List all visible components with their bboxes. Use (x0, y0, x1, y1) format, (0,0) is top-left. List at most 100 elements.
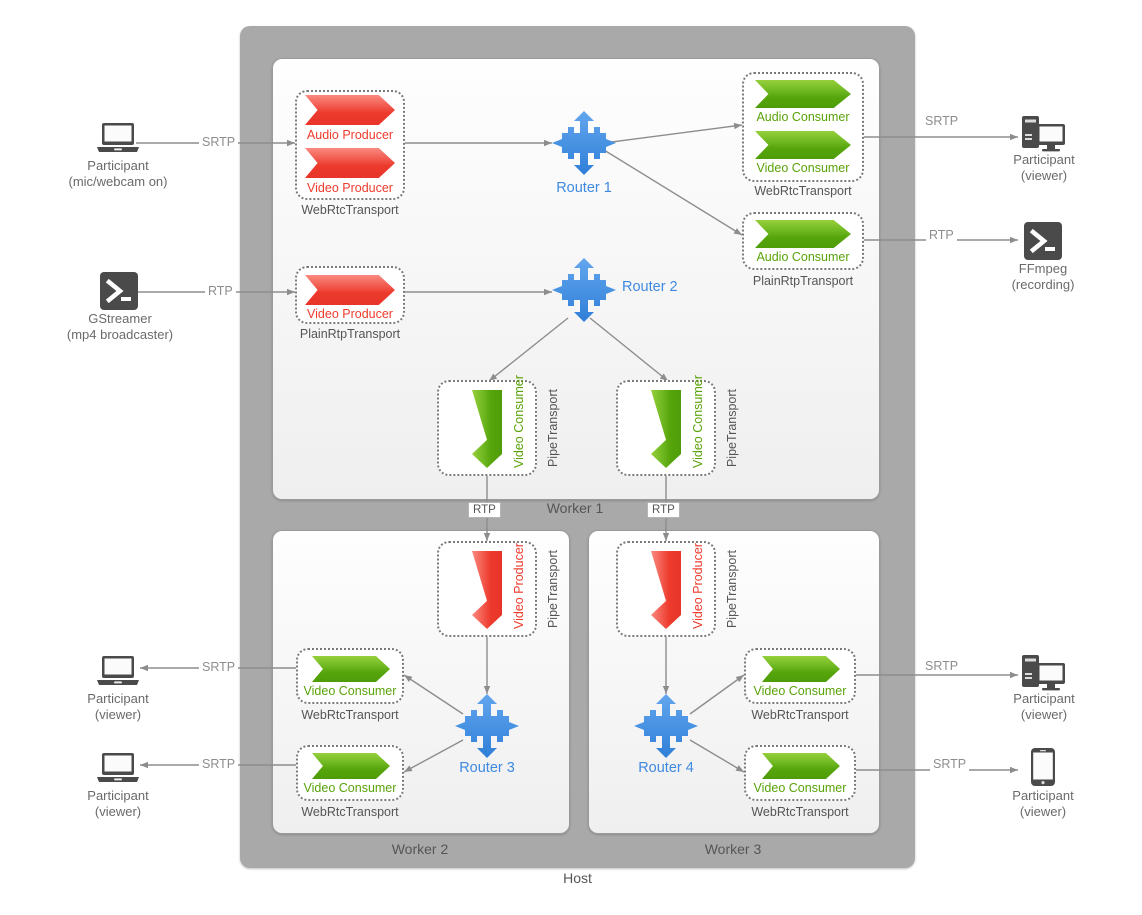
label-line-1: Participant (1012, 788, 1074, 803)
node-video-consumer[interactable] (755, 131, 851, 159)
worker-1-label: Worker 1 (546, 500, 604, 516)
transport-label-webrtc-w2-bottom: WebRtcTransport (301, 805, 399, 819)
router-1-label: Router 1 (556, 180, 612, 196)
node-video-producer[interactable] (305, 148, 395, 178)
video-consumer-w2-bottom-label: Video Consumer (303, 781, 397, 795)
router-2[interactable] (552, 258, 616, 322)
router-3[interactable] (455, 694, 519, 758)
laptop-icon (97, 656, 139, 685)
video-producer-label: Video Producer (307, 181, 393, 195)
laptop-icon (97, 123, 139, 152)
router-1[interactable] (552, 111, 616, 175)
edge-label-rtp-in: RTP (205, 284, 236, 298)
video-consumer-shape (312, 753, 390, 779)
audio-consumer-label: Audio Consumer (756, 110, 850, 124)
label-line-2: (mic/webcam on) (68, 174, 168, 189)
transport-label-pipe-w3: PipeTransport (725, 549, 739, 629)
audio-consumer-shape (755, 80, 851, 108)
endpoint-participant-sender[interactable] (96, 122, 140, 159)
endpoint-participant-viewer-tr[interactable] (1020, 116, 1066, 157)
label-line-1: Participant (87, 788, 149, 803)
label-line-2: (recording) (1011, 277, 1075, 292)
router-4-label: Router 4 (638, 760, 694, 776)
transport-label-plainrtp-producer: PlainRtpTransport (299, 327, 401, 341)
endpoint-participant-viewer-br2[interactable] (1031, 748, 1055, 791)
label-line-2: (viewer) (94, 707, 142, 722)
video-consumer-pipe-right-label: Video Consumer (691, 375, 705, 468)
node-video-producer-pipe-w2[interactable] (472, 551, 502, 629)
endpoint-ffmpeg[interactable] (1024, 222, 1062, 265)
endpoint-participant-viewer-tr-label: Participant (viewer) (992, 152, 1096, 184)
video-consumer-shape (762, 656, 840, 682)
endpoint-participant-viewer-bl2[interactable] (96, 752, 140, 789)
rtp-badge-left: RTP (468, 502, 501, 518)
terminal-icon (100, 272, 138, 310)
edge-label-srtp-out-bl1: SRTP (199, 660, 239, 674)
transport-label-pipe-w1-right: PipeTransport (725, 388, 739, 468)
endpoint-ffmpeg-label: FFmpeg (recording) (991, 261, 1095, 293)
router-3-label: Router 3 (459, 760, 515, 776)
video-consumer-w2-top-label: Video Consumer (303, 684, 397, 698)
video-producer-shape (651, 551, 681, 629)
label-line-1: Participant (87, 691, 149, 706)
video-consumer-w3-bottom-label: Video Consumer (753, 781, 847, 795)
transport-label-plainrtp-consumer: PlainRtpTransport (752, 274, 854, 288)
audio-consumer-plain-shape (755, 220, 851, 248)
edge-label-srtp-in: SRTP (199, 135, 239, 149)
router-2-label: Router 2 (622, 279, 678, 295)
endpoint-participant-viewer-br1[interactable] (1020, 655, 1066, 696)
endpoint-participant-sender-label: Participant (mic/webcam on) (48, 158, 188, 190)
node-video-consumer-w3-top[interactable] (762, 656, 840, 682)
video-producer-plain-label: Video Producer (307, 307, 393, 321)
video-producer-pipe-w2-label: Video Producer (512, 543, 526, 629)
phone-icon (1031, 748, 1055, 786)
desktop-icon (1022, 116, 1065, 152)
router-4[interactable] (634, 694, 698, 758)
video-consumer-shape (651, 390, 681, 468)
laptop-icon (97, 753, 139, 782)
node-video-producer-plain[interactable] (305, 275, 395, 305)
router-icon (455, 694, 519, 758)
router-icon (634, 694, 698, 758)
node-video-consumer-w2-bottom[interactable] (312, 753, 390, 779)
node-audio-consumer-plain[interactable] (755, 220, 851, 248)
label-line-2: (viewer) (1019, 804, 1067, 819)
endpoint-participant-viewer-bl2-label: Participant (viewer) (66, 788, 170, 820)
node-video-consumer-pipe-right[interactable] (651, 390, 681, 468)
audio-consumer-plain-label: Audio Consumer (756, 250, 850, 264)
worker-3-label: Worker 3 (704, 841, 762, 857)
video-producer-pipe-w3-label: Video Producer (691, 543, 705, 629)
video-consumer-pipe-left-label: Video Consumer (512, 375, 526, 468)
video-producer-plain-shape (305, 275, 395, 305)
label-line-1: Participant (1013, 691, 1075, 706)
node-video-consumer-pipe-left[interactable] (472, 390, 502, 468)
label-line-1: Participant (1013, 152, 1075, 167)
node-video-producer-pipe-w3[interactable] (651, 551, 681, 629)
worker-2-label: Worker 2 (391, 841, 449, 857)
video-consumer-w3-top-label: Video Consumer (753, 684, 847, 698)
video-consumer-shape (755, 131, 851, 159)
transport-label-webrtc-w2-top: WebRtcTransport (301, 708, 399, 722)
endpoint-participant-viewer-bl1[interactable] (96, 655, 140, 692)
edge-label-srtp-out-br1: SRTP (922, 659, 962, 673)
label-line-1: GStreamer (88, 311, 152, 326)
node-audio-producer[interactable] (305, 95, 395, 125)
label-line-2: (viewer) (1020, 707, 1068, 722)
endpoint-gstreamer[interactable] (100, 272, 138, 315)
edge-label-srtp-out-tr: SRTP (922, 114, 962, 128)
edge-label-srtp-out-bl2: SRTP (199, 757, 239, 771)
endpoint-gstreamer-label: GStreamer (mp4 broadcaster) (48, 311, 192, 343)
transport-label-webrtc-consumer: WebRtcTransport (754, 184, 852, 198)
video-consumer-shape (472, 390, 502, 468)
audio-producer-label: Audio Producer (306, 128, 394, 142)
edge-label-rtp-out-ffmpeg: RTP (926, 228, 957, 242)
node-audio-consumer[interactable] (755, 80, 851, 108)
video-producer-shape (305, 148, 395, 178)
node-video-consumer-w3-bottom[interactable] (762, 753, 840, 779)
node-video-consumer-w2-top[interactable] (312, 656, 390, 682)
host-label: Host (563, 870, 592, 886)
endpoint-participant-viewer-br2-label: Participant (viewer) (991, 788, 1095, 820)
transport-label-webrtc-producer: WebRtcTransport (301, 203, 399, 217)
label-line-2: (viewer) (1020, 168, 1068, 183)
